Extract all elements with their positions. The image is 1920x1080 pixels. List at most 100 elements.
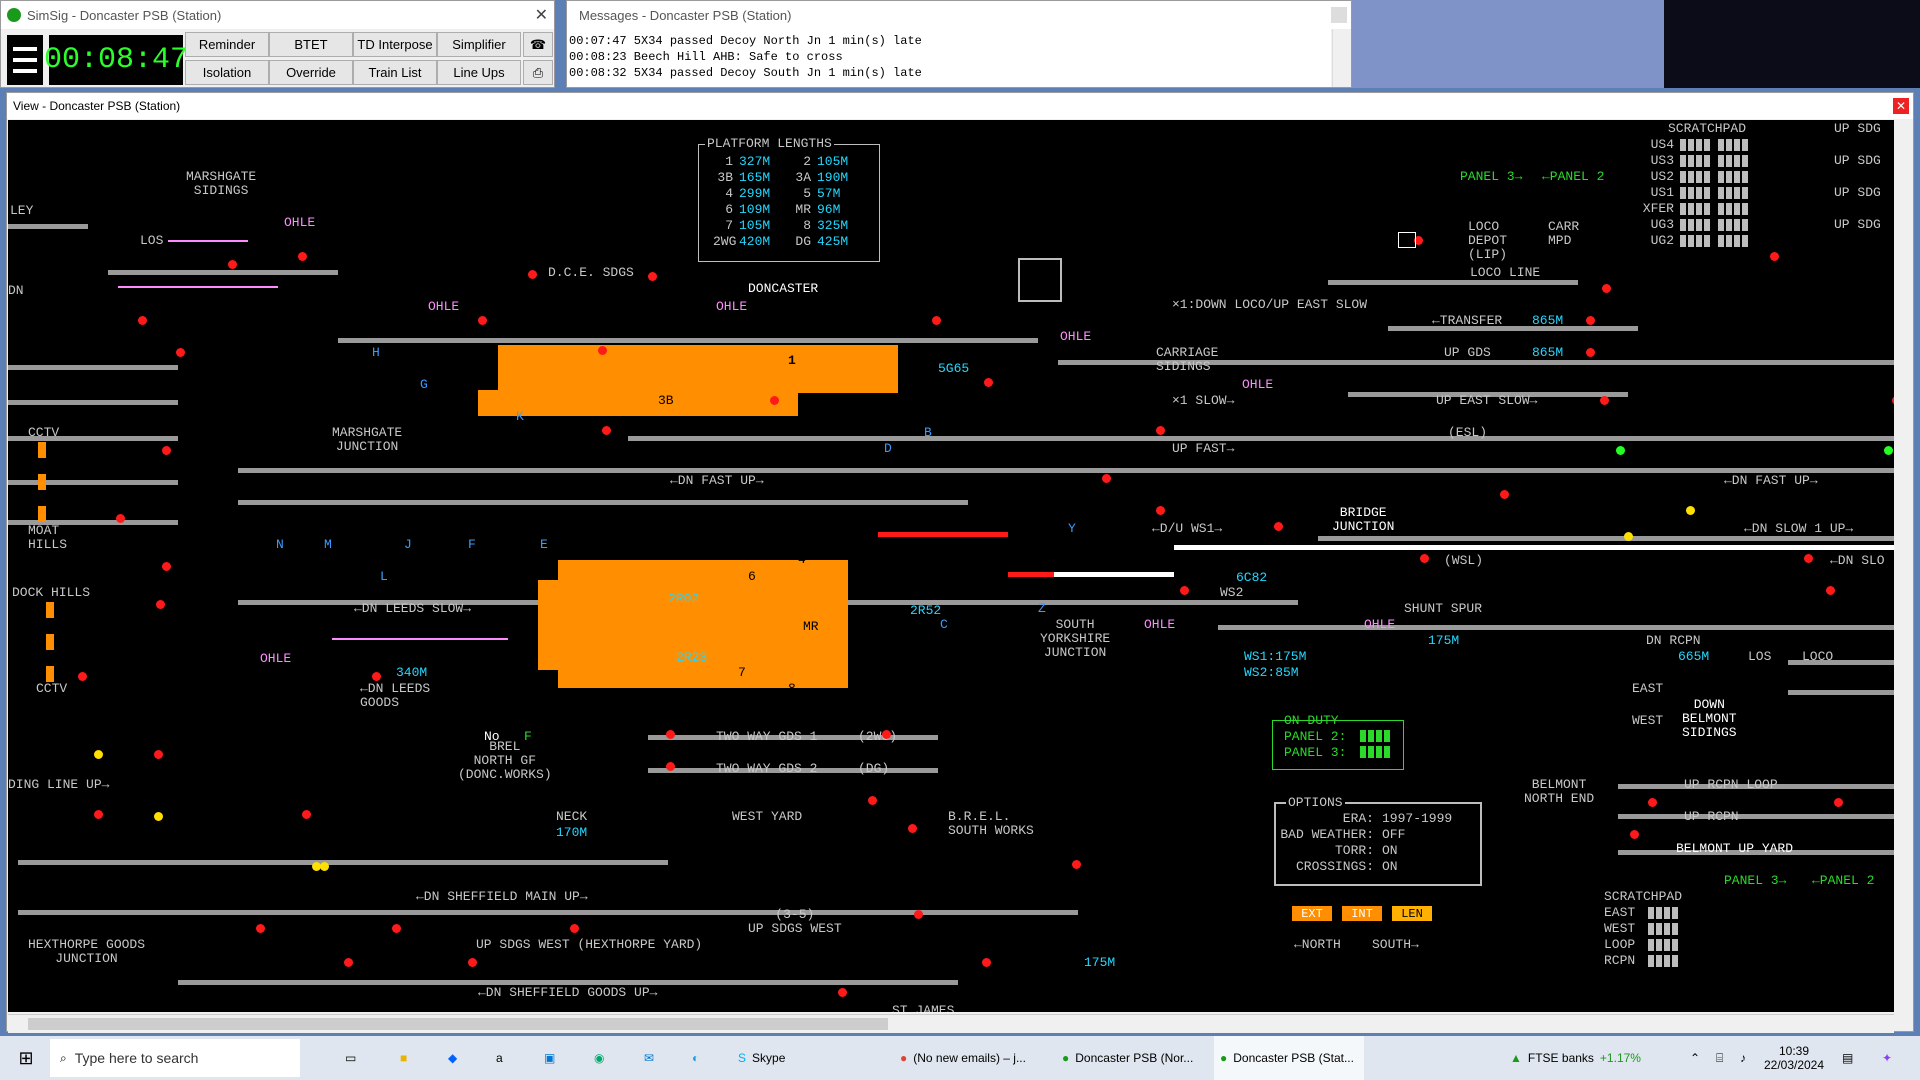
search-box[interactable]: ⌕ Type here to search [50, 1039, 300, 1077]
train-headcode[interactable]: 6C82 [1236, 570, 1268, 585]
store-icon[interactable]: ▣ [544, 1051, 556, 1065]
print-icon[interactable]: ⎙ [523, 60, 553, 85]
signal[interactable] [1072, 860, 1081, 869]
reminder-button[interactable]: Reminder [185, 32, 269, 57]
td-interpose-button[interactable]: TD Interpose [353, 32, 437, 57]
signal[interactable] [256, 924, 265, 933]
scratchpad-cell[interactable] [1718, 235, 1748, 247]
signal[interactable] [344, 958, 353, 967]
copilot-icon[interactable]: ✦ [1882, 1051, 1893, 1065]
signal[interactable] [982, 958, 991, 967]
track-circuit-label[interactable]: G [420, 377, 428, 392]
simsig-station-taskbar-item[interactable]: ● Doncaster PSB (Stat... [1214, 1036, 1364, 1080]
network-icon[interactable]: ⌸ [1716, 1050, 1724, 1065]
simsig-north-taskbar-item[interactable]: ● Doncaster PSB (Nor... [1062, 1036, 1212, 1080]
chrome-taskbar-item[interactable]: ● (No new emails) – j... [900, 1036, 1050, 1080]
signal[interactable] [838, 988, 847, 997]
signal[interactable] [372, 672, 381, 681]
signal[interactable] [1274, 522, 1283, 531]
scratchpad-cell[interactable] [1718, 139, 1748, 151]
signalling-panel[interactable]: 1 2 3B 3A 4 5 6 MR 7 8 5G65 2R02 2R52 2R… [8, 120, 1894, 1012]
signal[interactable] [138, 316, 147, 325]
signal[interactable] [154, 812, 163, 821]
signal[interactable] [1586, 348, 1595, 357]
scratchpad-cell[interactable] [1680, 219, 1710, 231]
scrollbar-thumb[interactable] [28, 1018, 888, 1030]
control-window-titlebar[interactable]: SimSig - Doncaster PSB (Station) ✕ [1, 1, 554, 29]
signal[interactable] [1414, 236, 1423, 245]
view-horizontal-scrollbar[interactable] [8, 1014, 1894, 1033]
panel-3-link[interactable]: PANEL 3→ [1724, 873, 1787, 888]
signal[interactable] [666, 762, 675, 771]
scratchpad-cell[interactable] [1648, 907, 1678, 919]
shunting-disc-icon[interactable] [1018, 258, 1062, 302]
track-circuit-label[interactable]: F [468, 537, 476, 552]
len-toggle[interactable]: LEN [1392, 906, 1432, 921]
track-circuit-label[interactable]: H [372, 345, 380, 360]
scratchpad-cell[interactable] [1718, 219, 1748, 231]
scratchpad-cell[interactable] [1648, 923, 1678, 935]
signal[interactable] [1586, 316, 1595, 325]
track-circuit-label[interactable]: Y [1068, 521, 1076, 536]
signal[interactable] [312, 862, 321, 871]
signal[interactable] [648, 272, 657, 281]
track-circuit-label[interactable]: D [884, 441, 892, 456]
clock-area[interactable]: 10:39 22/03/2024 [1754, 1036, 1834, 1080]
signal[interactable] [770, 396, 779, 405]
signal[interactable] [1648, 798, 1657, 807]
signal[interactable] [94, 810, 103, 819]
signal[interactable] [1500, 490, 1509, 499]
track-circuit-label[interactable]: B [924, 425, 932, 440]
signal[interactable] [1892, 396, 1894, 405]
phone-icon[interactable]: ☎ [523, 32, 553, 57]
notification-icon[interactable]: ▤ [1842, 1051, 1854, 1065]
panel-2-link[interactable]: ←PANEL 2 [1542, 169, 1605, 184]
start-button[interactable]: ⊞ [18, 1047, 34, 1068]
depot-signal-icon[interactable] [1398, 232, 1416, 248]
scratchpad-cell[interactable] [1680, 235, 1710, 247]
view-window-titlebar[interactable]: View - Doncaster PSB (Station) ✕ [7, 93, 1913, 119]
signal[interactable] [468, 958, 477, 967]
close-icon[interactable]: ✕ [534, 7, 548, 24]
scratchpad-cell[interactable] [1718, 187, 1748, 199]
scratchpad-cell[interactable] [1718, 171, 1748, 183]
tripadvisor-icon[interactable]: ◉ [594, 1051, 605, 1065]
signal[interactable] [162, 446, 171, 455]
signal[interactable] [78, 672, 87, 681]
edge-icon[interactable]: ◐ [692, 1051, 700, 1065]
signal[interactable] [528, 270, 537, 279]
signal[interactable] [1602, 284, 1611, 293]
btet-button[interactable]: BTET [269, 32, 353, 57]
signal[interactable] [1420, 554, 1429, 563]
amazon-icon[interactable]: a [496, 1051, 503, 1065]
train-headcode[interactable]: 2R23 [676, 650, 708, 665]
signal[interactable] [602, 426, 611, 435]
train-headcode[interactable]: 2R52 [910, 603, 942, 618]
hamburger-menu-button[interactable] [7, 35, 43, 85]
train-headcode[interactable]: 5G65 [938, 361, 970, 376]
track-circuit-label[interactable]: N [276, 537, 284, 552]
close-icon[interactable] [1331, 7, 1347, 23]
track-circuit-label[interactable]: L [380, 569, 388, 584]
close-icon[interactable]: ✕ [1893, 98, 1909, 114]
train-list-button[interactable]: Train List [353, 60, 437, 85]
signal[interactable] [116, 514, 125, 523]
file-explorer-icon[interactable]: ■ [400, 1051, 408, 1065]
scratchpad-cell[interactable] [1718, 155, 1748, 167]
simplifier-button[interactable]: Simplifier [437, 32, 521, 57]
signal[interactable] [1624, 532, 1633, 541]
signal[interactable] [302, 810, 311, 819]
int-toggle[interactable]: INT [1342, 906, 1382, 921]
messages-window-titlebar[interactable]: Messages - Doncaster PSB (Station) [567, 1, 1351, 29]
signal[interactable] [298, 252, 307, 261]
signal[interactable] [1826, 586, 1835, 595]
signal[interactable] [228, 260, 237, 269]
track-circuit-label[interactable]: K [516, 409, 524, 424]
signal[interactable] [914, 910, 923, 919]
signal[interactable] [1834, 798, 1843, 807]
stock-ticker[interactable]: ▲ FTSE banks +1.17% [1510, 1036, 1690, 1080]
mail-icon[interactable]: ✉ [644, 1051, 655, 1065]
track-circuit-label[interactable]: Z [1038, 601, 1046, 616]
scratchpad-cell[interactable] [1680, 139, 1710, 151]
track-circuit-label[interactable]: M [324, 537, 332, 552]
